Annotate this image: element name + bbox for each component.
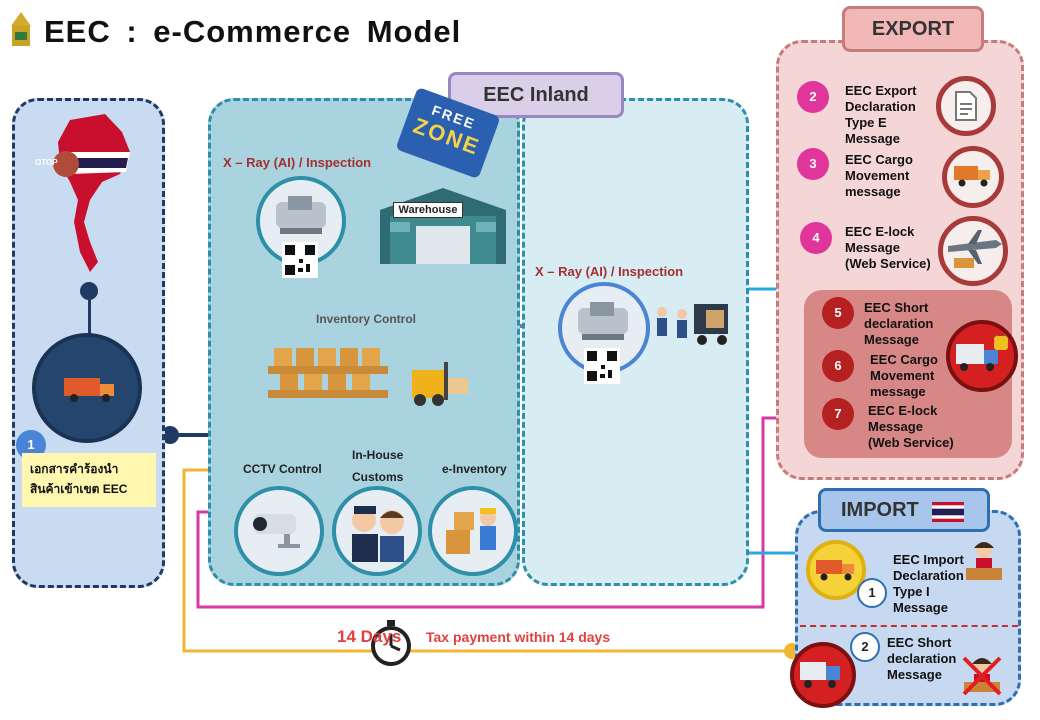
request-line-2: สินค้าเข้าเขต EEC [30,482,128,496]
export-item-7-text: EEC E-lock Message (Web Service) [868,403,954,450]
stopwatch-icon [371,620,411,666]
export-item-5-text: EEC Short declaration Message [864,300,934,347]
import-item-2-text: EEC Short declaration Message [887,635,957,682]
truck-circle [32,333,142,443]
e-inventory-label: e-Inventory [442,462,507,476]
inventory-control-label: Inventory Control [316,312,417,326]
inhouse-customs-label: In-House Customs [352,444,403,488]
boxes-worker-icon [446,508,496,554]
customs-officer-desk-icon [966,542,1002,580]
import-tab: IMPORT [818,488,990,532]
xray-scanner-icon [276,196,326,234]
customs-officers-icon [352,506,404,562]
cargo-truck-icon [954,166,990,187]
xray-label-secondary: X – Ray (AI) / Inspection [535,264,684,279]
magenta-connector [196,416,800,609]
cctv-camera-icon [253,514,300,548]
left-connector-dot [161,426,179,444]
import-short-truck-icon [800,662,840,688]
warehouse-icon [380,188,506,264]
import-item-1-text: EEC Import Declaration Type I Message [893,552,964,615]
forklift-icon [412,362,468,406]
import-tab-label: IMPORT [841,499,919,521]
warehouse-label: Warehouse [393,202,463,218]
qr-code-icon-secondary [584,348,620,384]
days-label: 14 Days [337,627,402,646]
customs-circle [332,486,422,576]
map-pin-stem [88,298,91,334]
tax-payment-label: Tax payment within 14 days [426,629,611,645]
export-step-3-badge: 3 [797,148,829,180]
export-item-2-text: EEC Export Declaration Type E Message [845,83,917,146]
export-step-4-badge: 4 [800,222,832,254]
emblem-icon [11,12,31,46]
cctv-label: CCTV Control [243,462,322,476]
delivery-workers-icon [657,304,728,345]
request-document-box: เอกสารคำร้องนำ สินค้าเข้าเขต EEC [22,453,156,507]
inhouse-line-2: Customs [352,470,404,484]
inventory-shelves-icon [268,348,388,398]
thai-flag-icon [932,502,964,522]
export-item-3-text: EEC Cargo Movement message [845,152,913,199]
import-truck-circle [806,540,866,600]
inland-tab: EEC Inland [448,72,624,118]
airplane-icon [948,230,1002,268]
officer-cross-icon [962,656,1002,696]
page-title: EEC : e-Commerce Model [44,14,462,49]
import-truck-icon [816,560,854,581]
export-tab: EXPORT [842,6,984,52]
document-icon [955,91,977,121]
import-step-2-badge: 2 [850,632,880,662]
truck-icon [64,378,114,402]
request-line-1: เอกสารคำร้องนำ [30,462,119,476]
xray-label: X – Ray (AI) / Inspection [223,155,372,170]
export-item-4-text: EEC E-lock Message (Web Service) [845,224,931,271]
import-divider [800,625,1018,627]
elock-truck-icon [956,334,1008,371]
export-item-6-text: EEC Cargo Movement message [870,352,938,399]
map-pin-dot [80,282,98,300]
qr-code-icon [282,242,318,278]
export-step-7-badge: 7 [822,398,854,430]
export-step-2-badge: 2 [797,81,829,113]
xray-scanner-icon-secondary [578,302,628,340]
import-step-1-badge: 1 [857,578,887,608]
export-step-6-badge: 6 [822,350,854,382]
export-step-5-badge: 5 [822,297,854,329]
yellow-connector [182,468,790,653]
otop-label: OTOP [35,158,58,167]
e-inventory-circle [428,486,518,576]
inhouse-line-1: In-House [352,448,404,462]
thailand-map-icon [53,114,130,272]
